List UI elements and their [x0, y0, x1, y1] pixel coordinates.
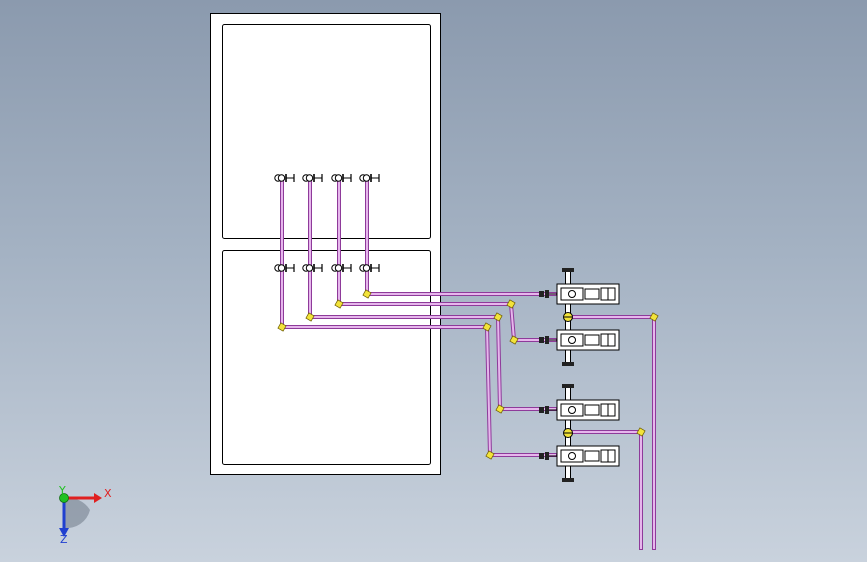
elbow [482, 322, 492, 332]
valve-body [277, 264, 286, 272]
elbow [485, 450, 495, 460]
elbow [305, 312, 315, 322]
valve-body [334, 174, 343, 182]
cabinet-upper-panel [222, 24, 431, 239]
elbow [649, 312, 659, 322]
cabinet [210, 13, 441, 475]
elbow [495, 404, 505, 414]
pump-coupling [584, 334, 600, 346]
manifold-cap [562, 478, 574, 482]
manifold-cap [562, 362, 574, 366]
valve-fitting [302, 264, 323, 272]
valve-body [362, 264, 371, 272]
elbow [493, 312, 503, 322]
elbow [362, 289, 372, 299]
pump-unit [539, 399, 620, 421]
valve-body [305, 174, 314, 182]
y-axis-label: Y [58, 484, 66, 497]
x-axis-label: X [104, 487, 112, 500]
x-axis-arrow [94, 493, 102, 503]
pump-assemblies [539, 268, 620, 482]
lower-valve-row [274, 264, 380, 272]
manifold-cap [562, 268, 574, 272]
valve-fitting [359, 174, 380, 182]
inlet-fitting [545, 452, 549, 460]
inlet-fitting [545, 290, 549, 298]
valve-body [277, 174, 286, 182]
valve-body [305, 264, 314, 272]
inlet-fitting [545, 406, 549, 414]
pump-coupling [584, 450, 600, 462]
valve-fitting [274, 264, 295, 272]
y-axis-dot [59, 493, 69, 503]
elbow-fittings [277, 289, 659, 460]
elbow [636, 427, 646, 437]
z-axis-arrow [59, 528, 69, 537]
pump-unit [539, 445, 620, 467]
inlet-fitting [539, 407, 544, 413]
pump-impeller [568, 336, 576, 344]
pump-coupling [584, 404, 600, 416]
pump-group [539, 384, 620, 482]
valve-body [362, 174, 371, 182]
inlet-fitting [545, 336, 549, 344]
valve-body [334, 264, 343, 272]
cabinet-lower-panel [222, 250, 431, 465]
valve-fitting [331, 174, 352, 182]
pump-impeller [568, 290, 576, 298]
inlet-fitting [539, 453, 544, 459]
elbow [277, 322, 287, 332]
triad-shadow [64, 497, 90, 529]
valve-fitting [331, 264, 352, 272]
pump-coupling [584, 288, 600, 300]
manifold-cap [562, 384, 574, 388]
pump-impeller [568, 406, 576, 414]
elbow [334, 299, 344, 309]
elbow [506, 299, 516, 309]
elbow [509, 335, 519, 345]
valve-fitting [302, 174, 323, 182]
pump-group [539, 268, 620, 366]
upper-valve-row [274, 174, 380, 182]
pump-impeller [568, 452, 576, 460]
z-axis-label: Z [60, 533, 68, 546]
axis-triad: X Y Z [58, 484, 112, 546]
valve-fitting [274, 174, 295, 182]
pump-unit [539, 329, 620, 351]
inlet-fitting [539, 291, 544, 297]
inlet-fitting [539, 337, 544, 343]
valve-fitting [359, 264, 380, 272]
pump-unit [539, 283, 620, 305]
